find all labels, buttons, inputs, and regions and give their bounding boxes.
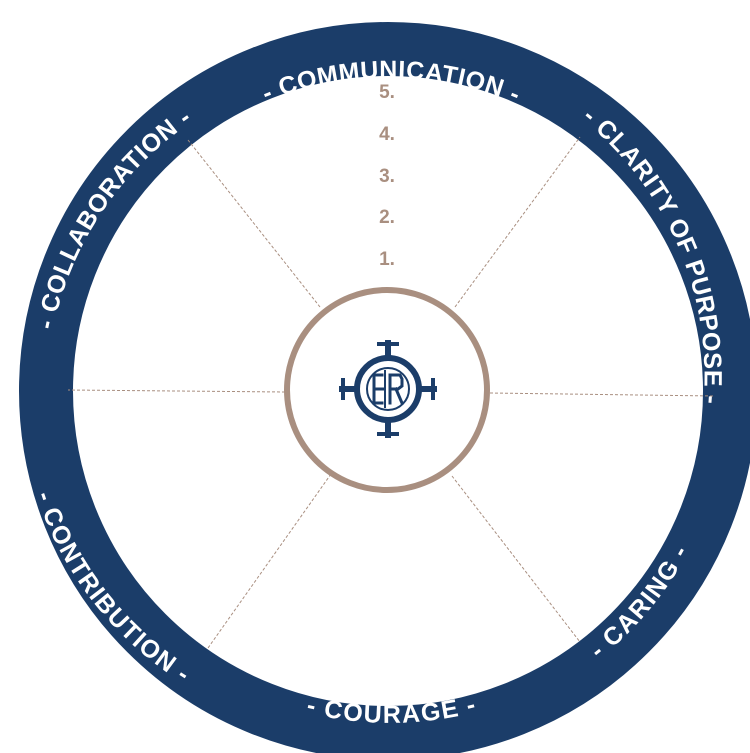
scale-label-4: 4. [379,124,395,145]
monogram-logo-icon [339,340,437,438]
spoke-left [67,389,286,393]
spoke-bottom-right [451,475,581,643]
scale: 5. 4. 3. 2. 1. [379,82,395,270]
scale-label-1: 1. [379,249,395,270]
center-hub [284,287,490,493]
spokes [67,136,715,649]
spoke-bottom-left [207,473,332,649]
scale-label-5: 5. [379,82,395,103]
spoke-top-left [187,139,321,308]
scale-label-2: 2. [379,207,395,228]
segment-label-courage: - COURAGE - [304,690,479,729]
outer-ring [19,22,750,753]
spoke-right [489,392,715,397]
scale-label-3: 3. [379,166,395,187]
spoke-top-right [454,136,581,308]
